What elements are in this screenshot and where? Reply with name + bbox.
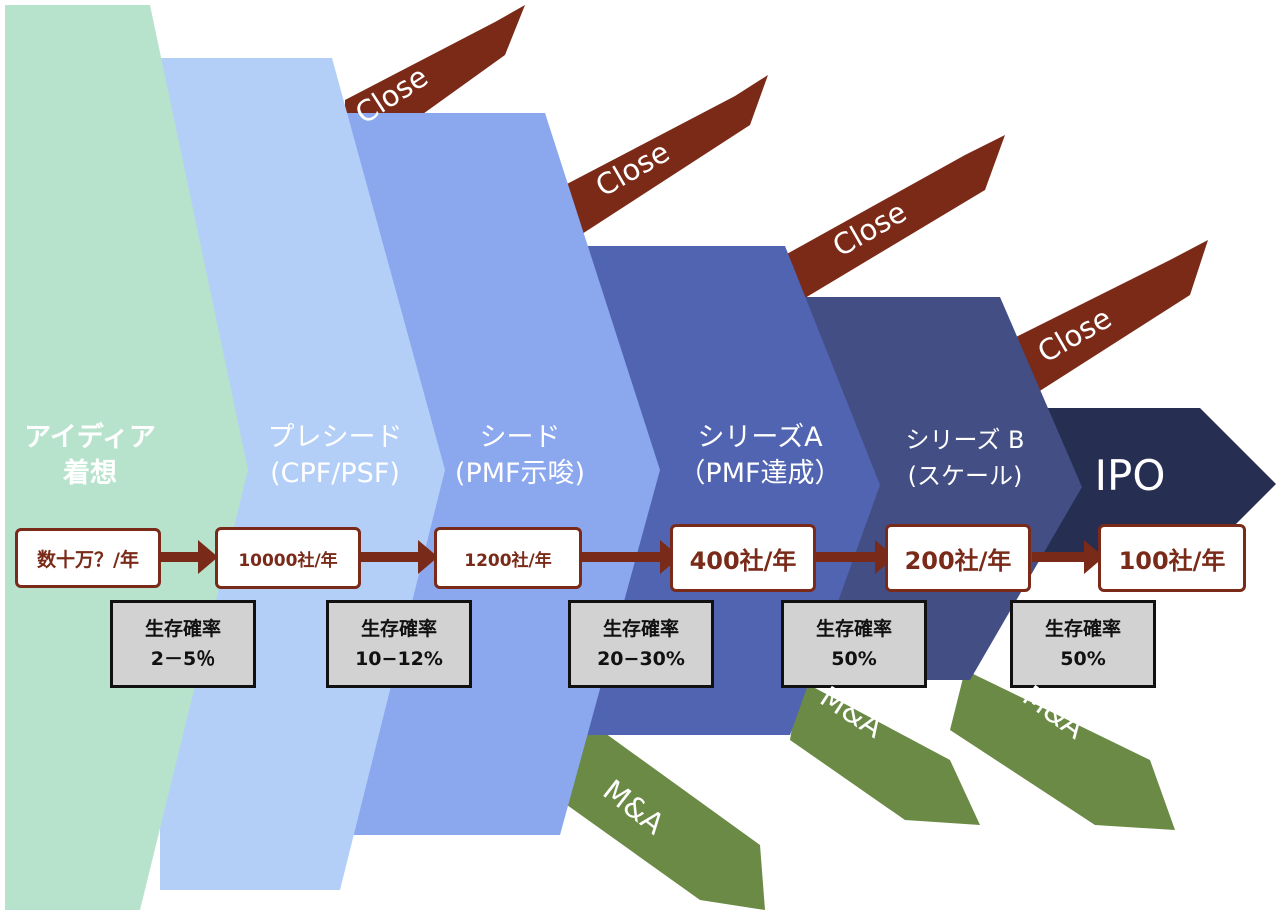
stage-label-series-a: シリーズA （PMF達成） (660, 420, 860, 492)
survival-box-5: 生存確率 50% (1010, 600, 1156, 688)
stage-subtitle: (PMF示唆) (454, 458, 586, 489)
count-box-series-a: 400社/年 (670, 524, 816, 592)
survival-box-1: 生存確率 2－5％ (110, 600, 256, 688)
flow-arrow-shaft-2 (360, 552, 428, 562)
survival-label: 生存確率 (815, 618, 892, 640)
stage-label-preseed: プレシード (CPF/PSF) (250, 420, 420, 492)
count-value: 数十万？/年 (37, 548, 139, 571)
stage-subtitle: （PMF達成） (678, 458, 842, 489)
stage-label-ipo: IPO (1070, 452, 1190, 500)
flow-arrow-shaft-1 (160, 552, 206, 562)
ma-arrow-series-b (950, 670, 1175, 830)
stage-label-idea: アイディア 着想 (20, 420, 160, 492)
count-box-ipo: 100社/年 (1098, 524, 1246, 592)
count-value: 400社/年 (689, 546, 797, 575)
close-arrow-series-b (1010, 240, 1208, 410)
count-value: 1200社/年 (464, 550, 552, 571)
flow-arrow-head-5 (1084, 540, 1104, 574)
survival-label: 生存確率 (144, 618, 221, 640)
stage-title: シリーズ B (905, 426, 1025, 454)
survival-label: 生存確率 (1044, 618, 1121, 640)
stage-title: シリーズA (697, 422, 823, 453)
stage-label-seed: シード (PMF示唆) (435, 420, 605, 492)
ma-arrow-series-a (790, 680, 980, 825)
stage-title: シード (479, 422, 561, 453)
survival-box-4: 生存確率 50% (781, 600, 927, 688)
count-value: 100社/年 (1118, 546, 1226, 575)
count-box-series-b: 200社/年 (885, 524, 1031, 592)
count-value: 200社/年 (904, 546, 1012, 575)
count-box-seed: 1200社/年 (434, 527, 582, 589)
survival-box-2: 生存確率 10−12% (326, 600, 472, 688)
flow-arrow-shaft-4 (815, 552, 885, 562)
survival-rate: 10−12% (355, 648, 443, 670)
count-value: 10000社/年 (238, 550, 338, 571)
survival-rate: 2－5％ (150, 648, 216, 670)
close-arrow-series-a (785, 135, 1005, 310)
flow-arrow-shaft-5 (1032, 552, 1094, 562)
survival-rate: 20−30% (597, 648, 685, 670)
stage-title: プレシード (267, 422, 403, 453)
count-box-preseed: 10000社/年 (215, 527, 361, 589)
stage-shape-ipo (1030, 408, 1276, 560)
stage-subtitle: (スケール) (907, 462, 1023, 490)
survival-label: 生存確率 (360, 618, 437, 640)
flow-arrow-head-2 (418, 540, 438, 574)
survival-label: 生存確率 (602, 618, 679, 640)
flow-arrow-head-1 (198, 540, 218, 574)
survival-rate: 50% (1060, 648, 1106, 670)
stage-subtitle: (CPF/PSF) (270, 458, 400, 489)
stage-label-series-b: シリーズ B (スケール) (880, 422, 1050, 494)
count-box-idea: 数十万？/年 (15, 528, 161, 588)
stage-subtitle: 着想 (63, 458, 117, 489)
close-arrow-seed (565, 75, 768, 245)
stage-title: アイディア (24, 422, 156, 453)
ma-arrow-seed (560, 715, 765, 910)
survival-box-3: 生存確率 20−30% (568, 600, 714, 688)
survival-rate: 50% (831, 648, 877, 670)
flow-arrow-shaft-3 (580, 552, 670, 562)
stage-title: IPO (1094, 451, 1166, 500)
